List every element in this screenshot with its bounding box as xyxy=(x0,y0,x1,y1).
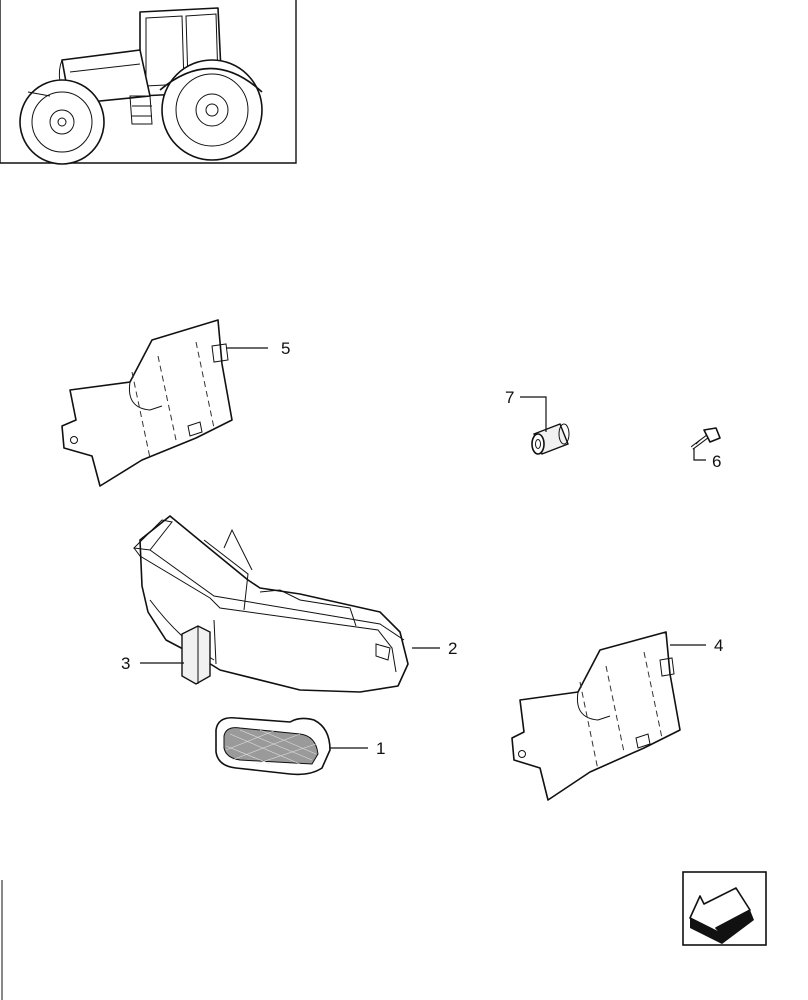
bracket-part-5 xyxy=(61,319,233,487)
orientation-box xyxy=(682,871,767,946)
callout-2: 2 xyxy=(448,639,457,658)
callout-5: 5 xyxy=(281,339,290,358)
callout-1: 1 xyxy=(376,739,385,758)
arrow-down-left-icon xyxy=(689,887,754,944)
callout-labels: 5 7 6 2 3 1 4 xyxy=(121,339,723,758)
screw-part-6 xyxy=(690,427,721,450)
callout-6: 6 xyxy=(712,452,721,471)
callout-4: 4 xyxy=(714,636,723,655)
callout-3: 3 xyxy=(121,654,130,673)
housing-part-2 xyxy=(132,515,409,693)
leader-lines xyxy=(140,347,706,749)
tractor-thumbnail xyxy=(0,0,297,165)
tractor-icon xyxy=(19,7,263,165)
reflector-lens-part-1 xyxy=(215,716,331,776)
callout-7: 7 xyxy=(505,388,514,407)
spacer-part-7 xyxy=(531,423,570,455)
side-reflector-part-3 xyxy=(181,625,211,685)
bracket-part-4 xyxy=(511,631,681,801)
